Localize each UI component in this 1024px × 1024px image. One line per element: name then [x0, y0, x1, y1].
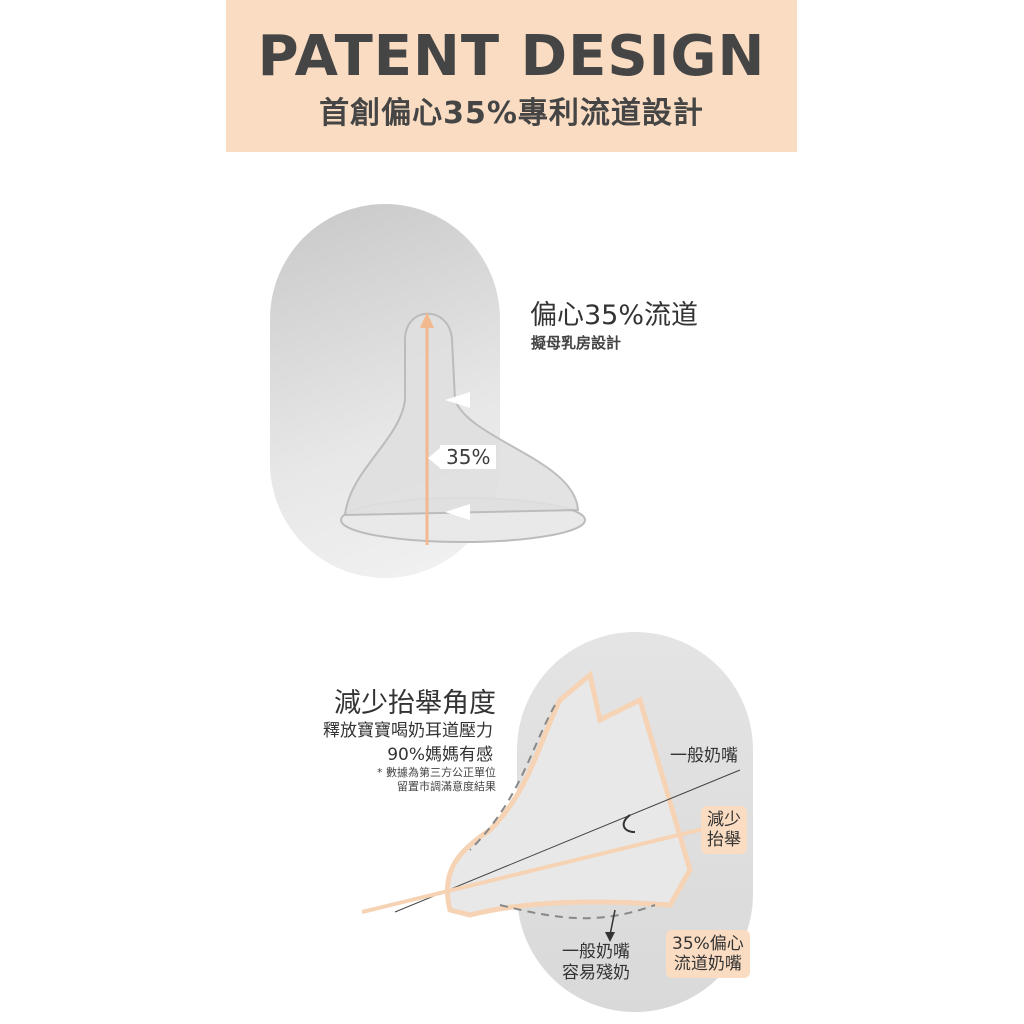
feature2-heading: 減少抬舉角度 [334, 688, 496, 719]
label-normal-nipple: 一般奶嘴 [670, 746, 738, 766]
tag-reduce-line1: 減少 [707, 810, 741, 830]
feature2-line1: 釋放寶寶喝奶耳道壓力 [323, 721, 493, 741]
feature2-note-2: 留置市調滿意度結果 [397, 780, 496, 793]
label-residue-line2: 容易殘奶 [562, 963, 630, 983]
tag-offset-line2: 流道奶嘴 [673, 954, 742, 974]
feature2-note-1: * 數據為第三方公正單位 [377, 766, 496, 779]
header-band: PATENT DESIGN 首創偏心35%專利流道設計 [226, 0, 797, 152]
label-residue: 一般奶嘴 容易殘奶 [562, 942, 630, 984]
tag-reduce-lift: 減少 抬舉 [701, 806, 747, 854]
percent-badge: 35% [440, 445, 497, 469]
tag-reduce-line2: 抬舉 [707, 830, 741, 850]
feature2-line2: 90%媽媽有感 [387, 745, 493, 765]
label-residue-line1: 一般奶嘴 [562, 942, 630, 962]
tag-offset-nipple: 35%偏心 流道奶嘴 [666, 930, 750, 978]
page-subtitle: 首創偏心35%專利流道設計 [319, 96, 704, 131]
tag-offset-line1: 35%偏心 [672, 934, 744, 954]
page-title: PATENT DESIGN [257, 24, 766, 89]
feature1-heading: 偏心35%流道 [530, 300, 699, 331]
feature1-subheading: 擬母乳房設計 [531, 334, 622, 352]
